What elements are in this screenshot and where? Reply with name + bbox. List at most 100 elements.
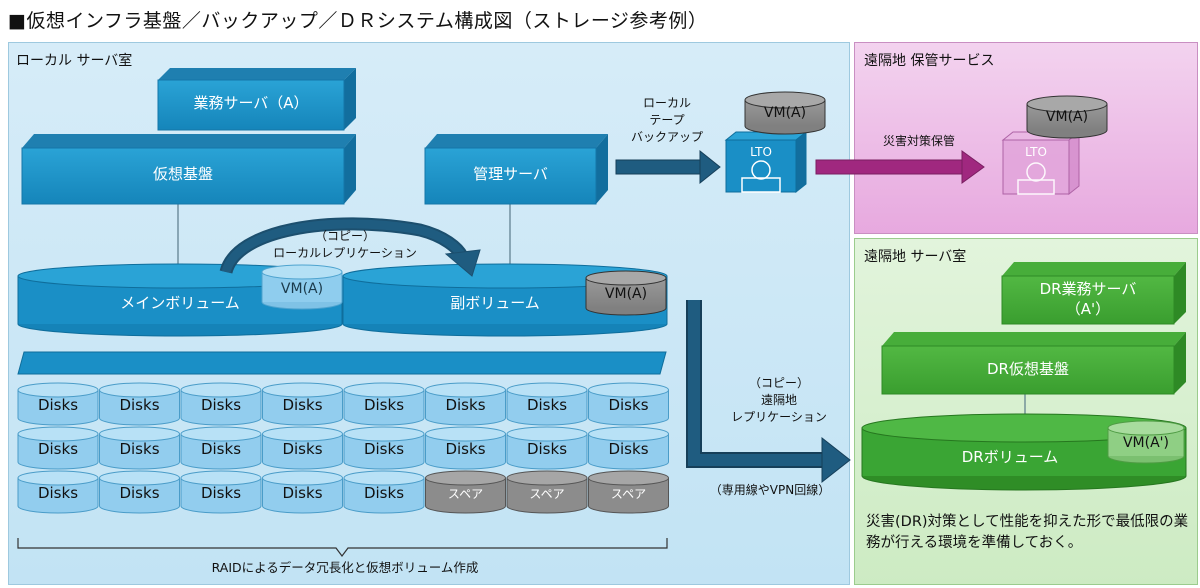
local-panel-label: ローカル サーバ室 [16, 53, 133, 69]
disk-label: Disks [282, 396, 322, 414]
disk-label: Disks [608, 440, 648, 458]
disk-label: Disks [445, 440, 485, 458]
vm-backup-label: VM(A) [763, 105, 807, 121]
lto-drive-local [724, 130, 808, 194]
spare-disk-label: スペア [611, 487, 646, 501]
raid-caption: RAIDによるデータ冗長化と仮想ボリューム作成 [211, 560, 479, 575]
disk-label: Disks [364, 440, 404, 458]
vm-cylinder-offsite [1026, 95, 1108, 139]
disk: Disks [262, 382, 343, 426]
local-repl-copy-label: （コピー） [314, 229, 375, 243]
disk-label: Disks [201, 484, 241, 502]
disk-label: Disks [445, 396, 485, 414]
dr-virtual-platform-box [881, 332, 1186, 395]
spare-disk: スペア [588, 470, 669, 514]
vm-offsite-label: VM(A) [1045, 109, 1089, 125]
dr-volume-label: DRボリューム [961, 448, 1059, 466]
dr-business-server-label1: DR業務サーバ [1039, 280, 1137, 298]
vm-main-label: VM(A) [280, 281, 324, 297]
disk: Disks [506, 426, 588, 470]
disk-label: Disks [527, 440, 567, 458]
offsite-panel-label: 遠隔地 保管サービス [864, 53, 995, 69]
disk: Disks [180, 382, 262, 426]
disk-label: Disks [201, 440, 241, 458]
lto-offsite-label: LTO [1025, 145, 1047, 159]
disk: Disks [588, 382, 669, 426]
disk: Disks [17, 470, 99, 514]
disk-label: Disks [119, 484, 159, 502]
backup-label-line2: テープ [649, 113, 685, 127]
vm-sub-label: VM(A) [604, 286, 648, 302]
spare-disk-label: スペア [529, 487, 564, 501]
disk: Disks [17, 382, 99, 426]
disk: Disks [588, 426, 669, 470]
remote-replication-arrow [686, 300, 851, 484]
tape-backup-arrow [615, 149, 721, 185]
remote-repl-line1: 遠隔地 [760, 393, 797, 407]
offsite-storage-label: 災害対策保管 [882, 134, 955, 148]
remote-repl-line2: レプリケーション [731, 410, 827, 424]
backup-label-line1: ローカル [642, 96, 691, 110]
sub-volume-label: 副ボリューム [450, 294, 540, 312]
page-title: ■仮想インフラ基盤／バックアップ／ＤＲシステム構成図（ストレージ参考例） [8, 10, 708, 32]
disk-label: Disks [119, 440, 159, 458]
disk-label: Disks [38, 440, 78, 458]
disk: Disks [343, 426, 425, 470]
disk: Disks [425, 426, 506, 470]
vm-cylinder-sub [585, 270, 667, 316]
dr-virtual-platform-label: DR仮想基盤 [987, 360, 1069, 378]
local-replication-arrow [219, 217, 481, 277]
disk: Disks [506, 382, 588, 426]
offsite-transfer-arrow [815, 150, 985, 184]
disk-label: Disks [38, 396, 78, 414]
lto-local-label: LTO [750, 145, 772, 159]
disk-label: Disks [282, 440, 322, 458]
business-server-box [157, 68, 356, 131]
disk: Disks [343, 470, 425, 514]
disk: Disks [180, 470, 262, 514]
dr-business-server-box [1001, 262, 1186, 325]
storage-controller-bar [17, 351, 667, 375]
disk: Disks [262, 426, 343, 470]
vm-cylinder-backup [744, 91, 826, 135]
virtual-platform-label: 仮想基盤 [152, 165, 213, 183]
raid-bracket [17, 538, 668, 557]
disk-label: Disks [364, 484, 404, 502]
dr-business-server-label2: （A'） [1065, 300, 1111, 318]
dr-note: 災害(DR)対策として性能を抑えた形で最低限の業務が行える環境を準備しておく。 [866, 514, 1189, 551]
disk: Disks [17, 426, 99, 470]
disk: Disks [99, 426, 180, 470]
vm-cylinder-main [261, 264, 343, 310]
backup-label-line3: バックアップ [630, 130, 703, 144]
dr-panel-label: 遠隔地 サーバ室 [864, 249, 967, 265]
disk-label: Disks [527, 396, 567, 414]
disk: Disks [343, 382, 425, 426]
disk-label: Disks [201, 396, 241, 414]
disk: Disks [99, 470, 180, 514]
disk: Disks [262, 470, 343, 514]
disk: Disks [425, 382, 506, 426]
disk-label: Disks [119, 396, 159, 414]
disk: Disks [99, 382, 180, 426]
lto-drive-offsite [1001, 130, 1081, 196]
business-server-label: 業務サーバ（A） [193, 94, 309, 112]
local-repl-label: ローカルレプリケーション [273, 246, 417, 260]
disk-label: Disks [282, 484, 322, 502]
management-server-box [424, 134, 608, 205]
disk-label: Disks [38, 484, 78, 502]
disk: Disks [180, 426, 262, 470]
vm-dr-label: VM(A') [1122, 435, 1169, 451]
spare-disk-label: スペア [448, 487, 483, 501]
remote-repl-copy: （コピー） [748, 376, 809, 390]
spare-disk: スペア [425, 470, 506, 514]
virtual-platform-box [21, 134, 356, 205]
spare-disk: スペア [506, 470, 588, 514]
main-volume-label: メインボリューム [120, 294, 240, 312]
disk-label: Disks [608, 396, 648, 414]
disk-label: Disks [364, 396, 404, 414]
remote-repl-line3: （専用線やVPN回線） [709, 483, 831, 497]
mgmt-server-label: 管理サーバ [473, 165, 548, 183]
vm-cylinder-dr [1107, 420, 1185, 464]
